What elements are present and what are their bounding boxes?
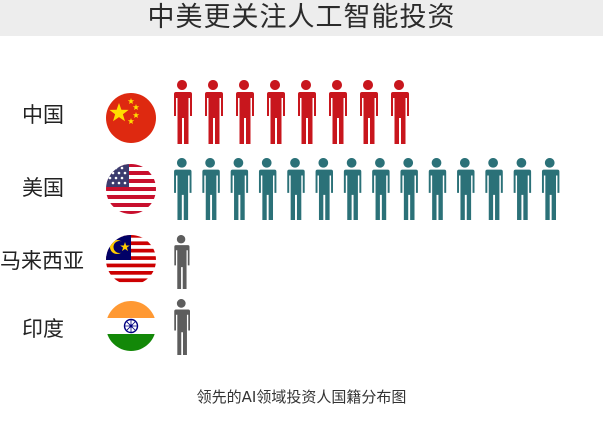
person-icon-usa-9 <box>400 158 418 220</box>
person-icon-china-2 <box>205 80 223 144</box>
person-icon-china-5 <box>298 80 316 144</box>
person-icon-usa-5 <box>287 158 305 220</box>
country-label-china: 中国 <box>22 103 64 127</box>
person-icon-usa-10 <box>428 158 447 220</box>
malaysia-flag-icon <box>106 235 156 285</box>
person-icon-china-8 <box>391 80 409 144</box>
chart-title: 中美更关注人工智能投资 <box>147 2 456 33</box>
person-icon-usa-4 <box>258 158 277 220</box>
person-icon-malaysia-1 <box>174 235 190 289</box>
title-band <box>0 0 603 36</box>
country-label-india: 印度 <box>22 317 64 341</box>
person-icon-usa-7 <box>343 158 362 220</box>
person-icon-usa-14 <box>541 158 560 220</box>
person-icon-usa-1 <box>174 158 192 220</box>
usa-flag-icon <box>106 164 156 214</box>
country-label-malaysia: 马来西亚 <box>0 249 84 273</box>
chart-caption: 领先的AI领域投资人国籍分布图 <box>196 388 407 406</box>
person-icon-china-7 <box>360 80 378 144</box>
person-icon-usa-12 <box>485 158 503 220</box>
india-flag-icon <box>106 301 156 351</box>
person-icon-china-1 <box>174 80 192 144</box>
person-icon-usa-13 <box>513 158 532 220</box>
person-icon-usa-2 <box>202 158 220 220</box>
person-icon-india-1 <box>174 299 190 355</box>
person-icon-usa-11 <box>457 158 475 220</box>
person-icon-usa-6 <box>315 158 333 220</box>
person-icon-usa-3 <box>230 158 249 220</box>
person-icon-china-6 <box>329 80 347 144</box>
person-icon-china-4 <box>267 80 285 144</box>
person-icon-usa-8 <box>372 158 390 220</box>
china-flag-icon <box>106 93 156 143</box>
person-icon-china-3 <box>236 80 254 144</box>
country-label-usa: 美国 <box>22 176 64 200</box>
